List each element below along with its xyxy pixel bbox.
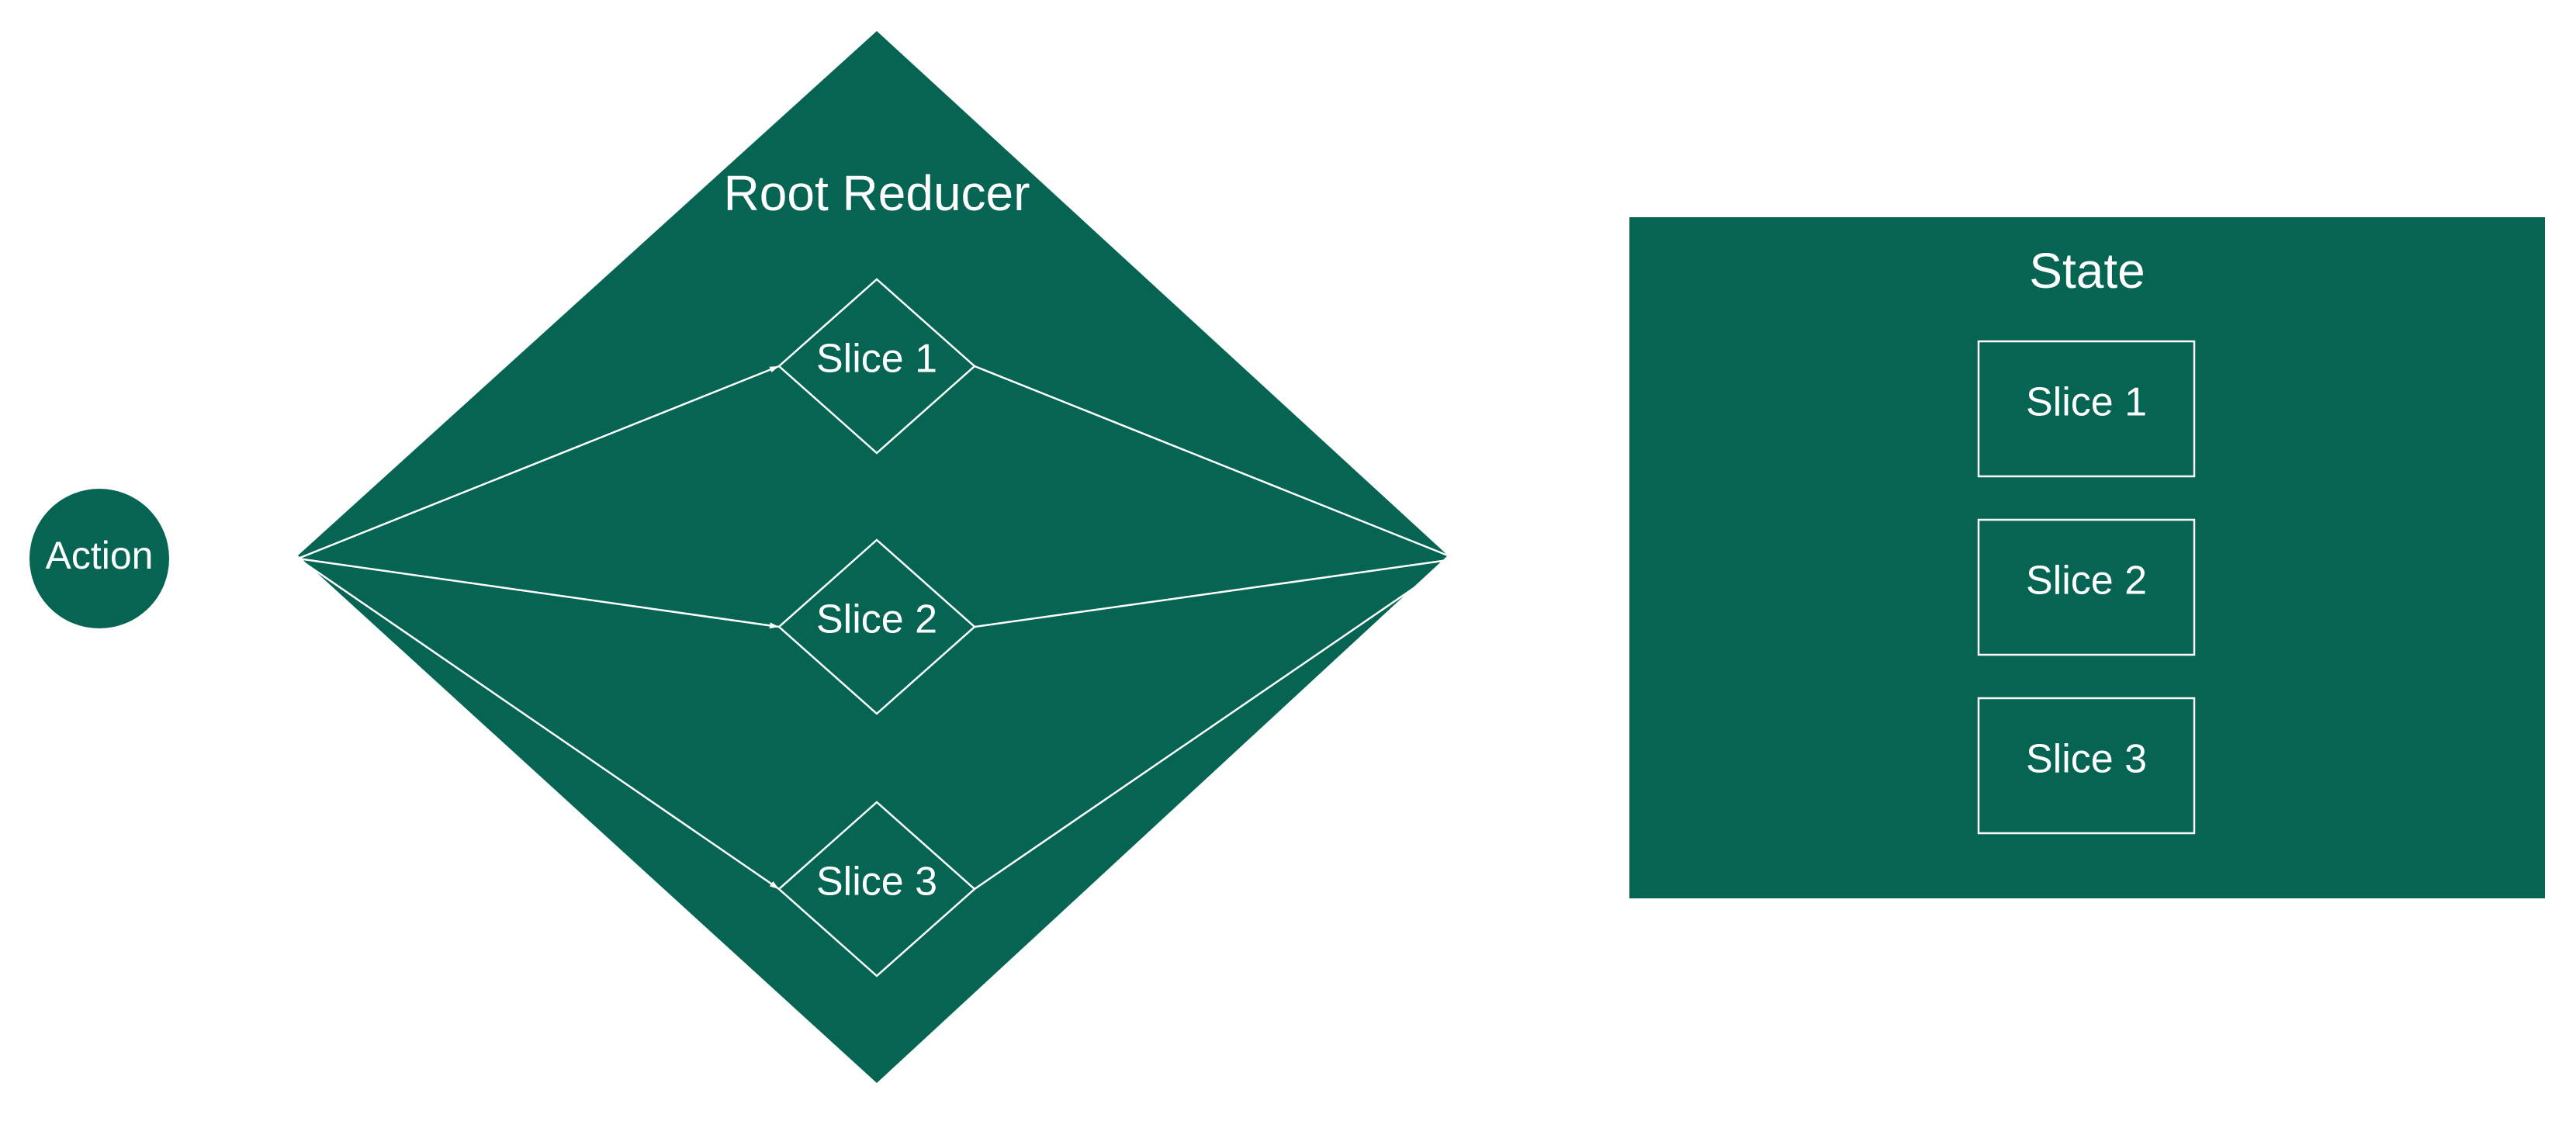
state-slice-1[interactable]: Slice 1 (1977, 340, 2196, 478)
reducer-slice-3[interactable]: Slice 3 (777, 801, 976, 977)
action-label: Action (46, 534, 154, 577)
state-node[interactable]: State Slice 1 Slice 2 Slice 3 (1629, 217, 2545, 898)
state-title: State (2029, 243, 2145, 299)
state-slice-3[interactable]: Slice 3 (1977, 697, 2196, 835)
reducer-slice-1-label: Slice 1 (816, 337, 937, 382)
arrow-to-slice-3 (297, 557, 780, 891)
action-circle (29, 489, 169, 628)
reducer-slice-1-diamond (777, 278, 976, 455)
reducer-slice-2[interactable]: Slice 2 (777, 538, 976, 715)
reducer-slice-3-diamond (777, 801, 976, 977)
reducer-slice-3-label: Slice 3 (816, 860, 937, 905)
reducer-slice-2-diamond (777, 538, 976, 715)
state-slice-2-box (1977, 518, 2196, 656)
reducer-slice-2-label: Slice 2 (816, 597, 937, 642)
state-slice-2[interactable]: Slice 2 (1977, 518, 2196, 656)
state-slice-3-box (1977, 697, 2196, 835)
action-node[interactable]: Action (29, 489, 169, 628)
arrow-to-slice-2 (297, 557, 780, 629)
line-from-slice-1 (974, 365, 1449, 557)
state-slice-1-box (1977, 340, 2196, 478)
reducer-connectors (297, 365, 1449, 891)
state-slice-3-label: Slice 3 (2026, 737, 2147, 782)
arrow-to-slice-1 (297, 365, 780, 560)
line-from-slice-2 (974, 559, 1449, 628)
line-from-slice-3 (974, 563, 1449, 891)
reducer-slice-1[interactable]: Slice 1 (777, 278, 976, 455)
root-reducer-title: Root Reducer (724, 165, 1030, 221)
state-slice-1-label: Slice 1 (2026, 380, 2147, 425)
state-slice-2-label: Slice 2 (2026, 559, 2147, 604)
